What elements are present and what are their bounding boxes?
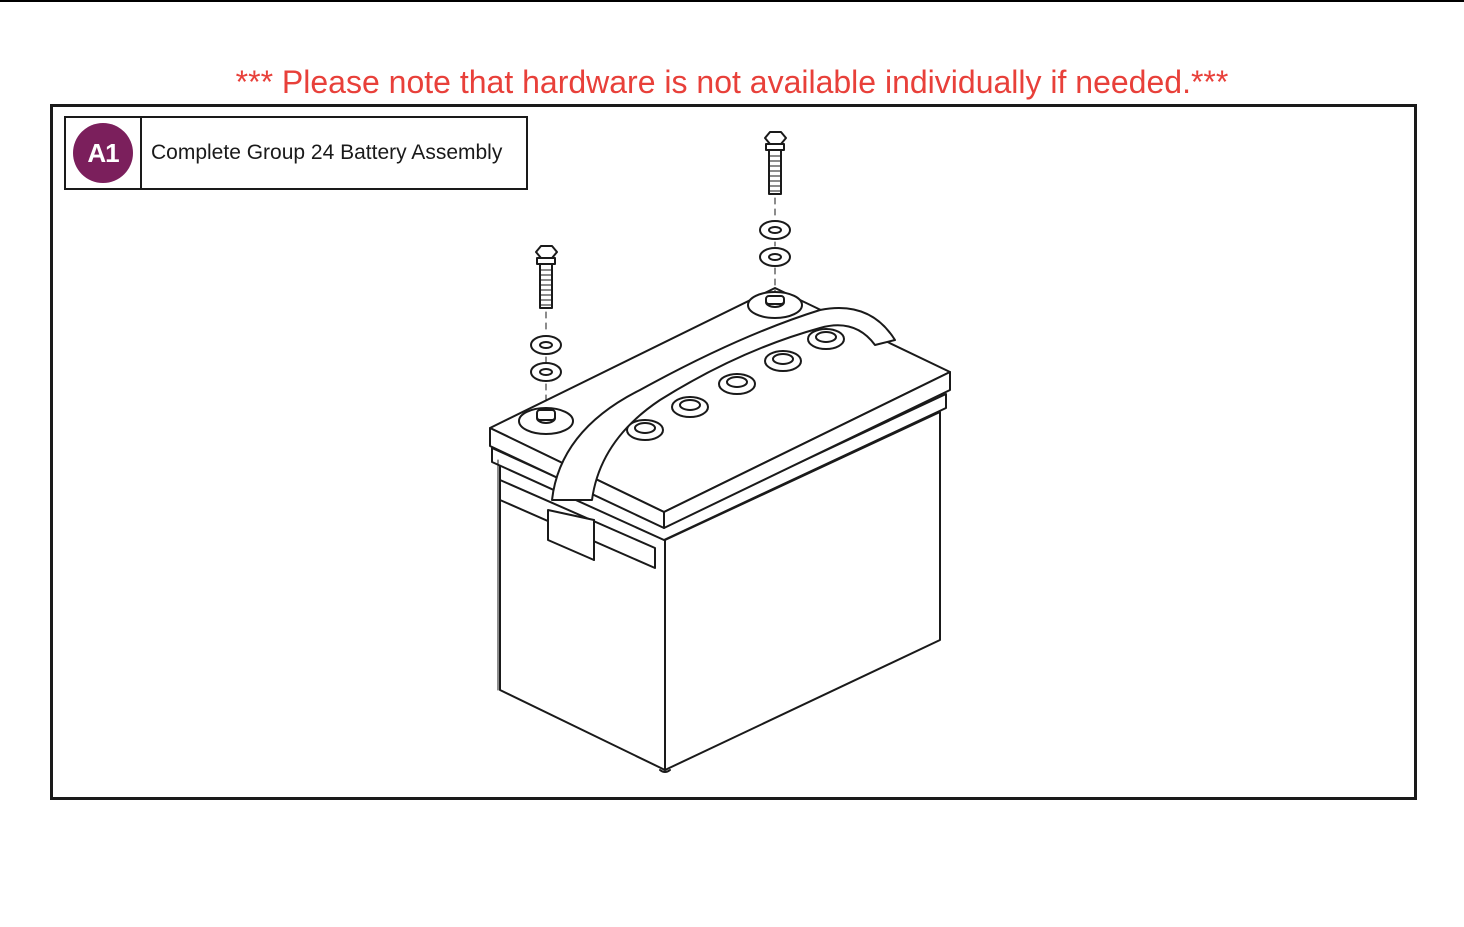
washer-icon	[759, 220, 791, 267]
legend-box: A1 Complete Group 24 Battery Assembly	[64, 116, 528, 190]
hex-bolt-icon	[535, 245, 558, 407]
hardware-notice: *** Please note that hardware is not ava…	[235, 64, 1229, 100]
diagram-frame	[50, 104, 1417, 800]
part-callout-badge: A1	[73, 123, 133, 183]
top-rule	[0, 0, 1464, 2]
cell-caps	[626, 328, 845, 441]
part-description: Complete Group 24 Battery Assembly	[151, 141, 503, 164]
legend-badge-cell: A1	[66, 118, 142, 188]
battery-strap-icon	[547, 307, 896, 561]
hex-bolt-icon	[764, 131, 787, 293]
washer-icon	[530, 335, 562, 382]
battery-terminals	[518, 291, 803, 435]
